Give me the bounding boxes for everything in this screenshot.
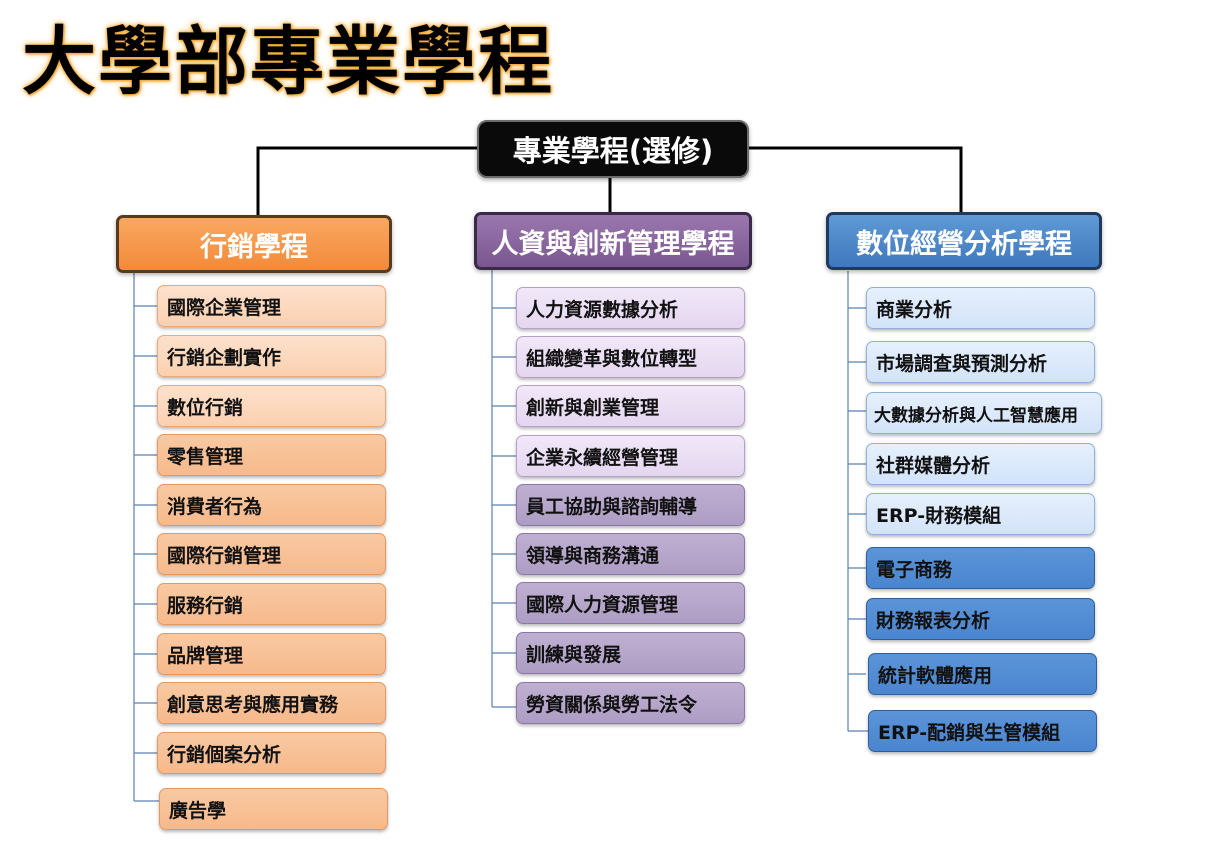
course-item: 零售管理: [157, 434, 386, 476]
course-item: 廣告學: [159, 788, 388, 830]
course-item: 創意思考與應用實務: [157, 682, 386, 724]
course-item: 訓練與發展: [516, 632, 745, 674]
course-item: 商業分析: [866, 287, 1095, 329]
course-item: 組織變革與數位轉型: [516, 336, 745, 378]
course-item: 市場調查與預測分析: [866, 341, 1095, 383]
hr-branch-lines: [491, 265, 516, 708]
course-item: 員工協助與諮詢輔導: [516, 484, 745, 526]
course-item: 服務行銷: [157, 583, 386, 625]
course-item: 消費者行為: [157, 484, 386, 526]
course-item: 國際行銷管理: [157, 533, 386, 575]
header-digital-analytics: 數位經營分析學程: [826, 212, 1102, 270]
course-item: 電子商務: [866, 547, 1095, 589]
course-item: 行銷個案分析: [157, 732, 386, 774]
course-item: 人力資源數據分析: [516, 287, 745, 329]
digital-branch-lines: [847, 271, 868, 732]
course-item: ERP-配銷與生管模組: [868, 710, 1097, 752]
header-hr-innovation: 人資與創新管理學程: [474, 212, 752, 270]
marketing-branch-lines: [133, 268, 159, 802]
page-title: 大學部專業學程: [22, 19, 554, 105]
course-item: 社群媒體分析: [866, 443, 1095, 485]
course-item: 創新與創業管理: [516, 385, 745, 427]
course-item: 財務報表分析: [866, 598, 1095, 640]
course-item: 行銷企劃實作: [157, 335, 386, 377]
course-item: ERP-財務模組: [866, 493, 1095, 535]
course-item: 國際企業管理: [157, 285, 386, 327]
course-item: 數位行銷: [157, 385, 386, 427]
header-marketing: 行銷學程: [116, 215, 392, 273]
course-item: 大數據分析與人工智慧應用: [866, 392, 1102, 434]
connector-root-dig: [745, 146, 963, 212]
course-item: 品牌管理: [157, 633, 386, 675]
connector-root-marketing: [256, 146, 477, 215]
course-item: 企業永續經營管理: [516, 435, 745, 477]
course-item: 勞資關係與勞工法令: [516, 682, 745, 724]
course-item: 領導與商務溝通: [516, 533, 745, 575]
root-node: 專業學程(選修): [477, 120, 749, 178]
course-item: 統計軟體應用: [868, 653, 1097, 695]
course-item: 國際人力資源管理: [516, 582, 745, 624]
